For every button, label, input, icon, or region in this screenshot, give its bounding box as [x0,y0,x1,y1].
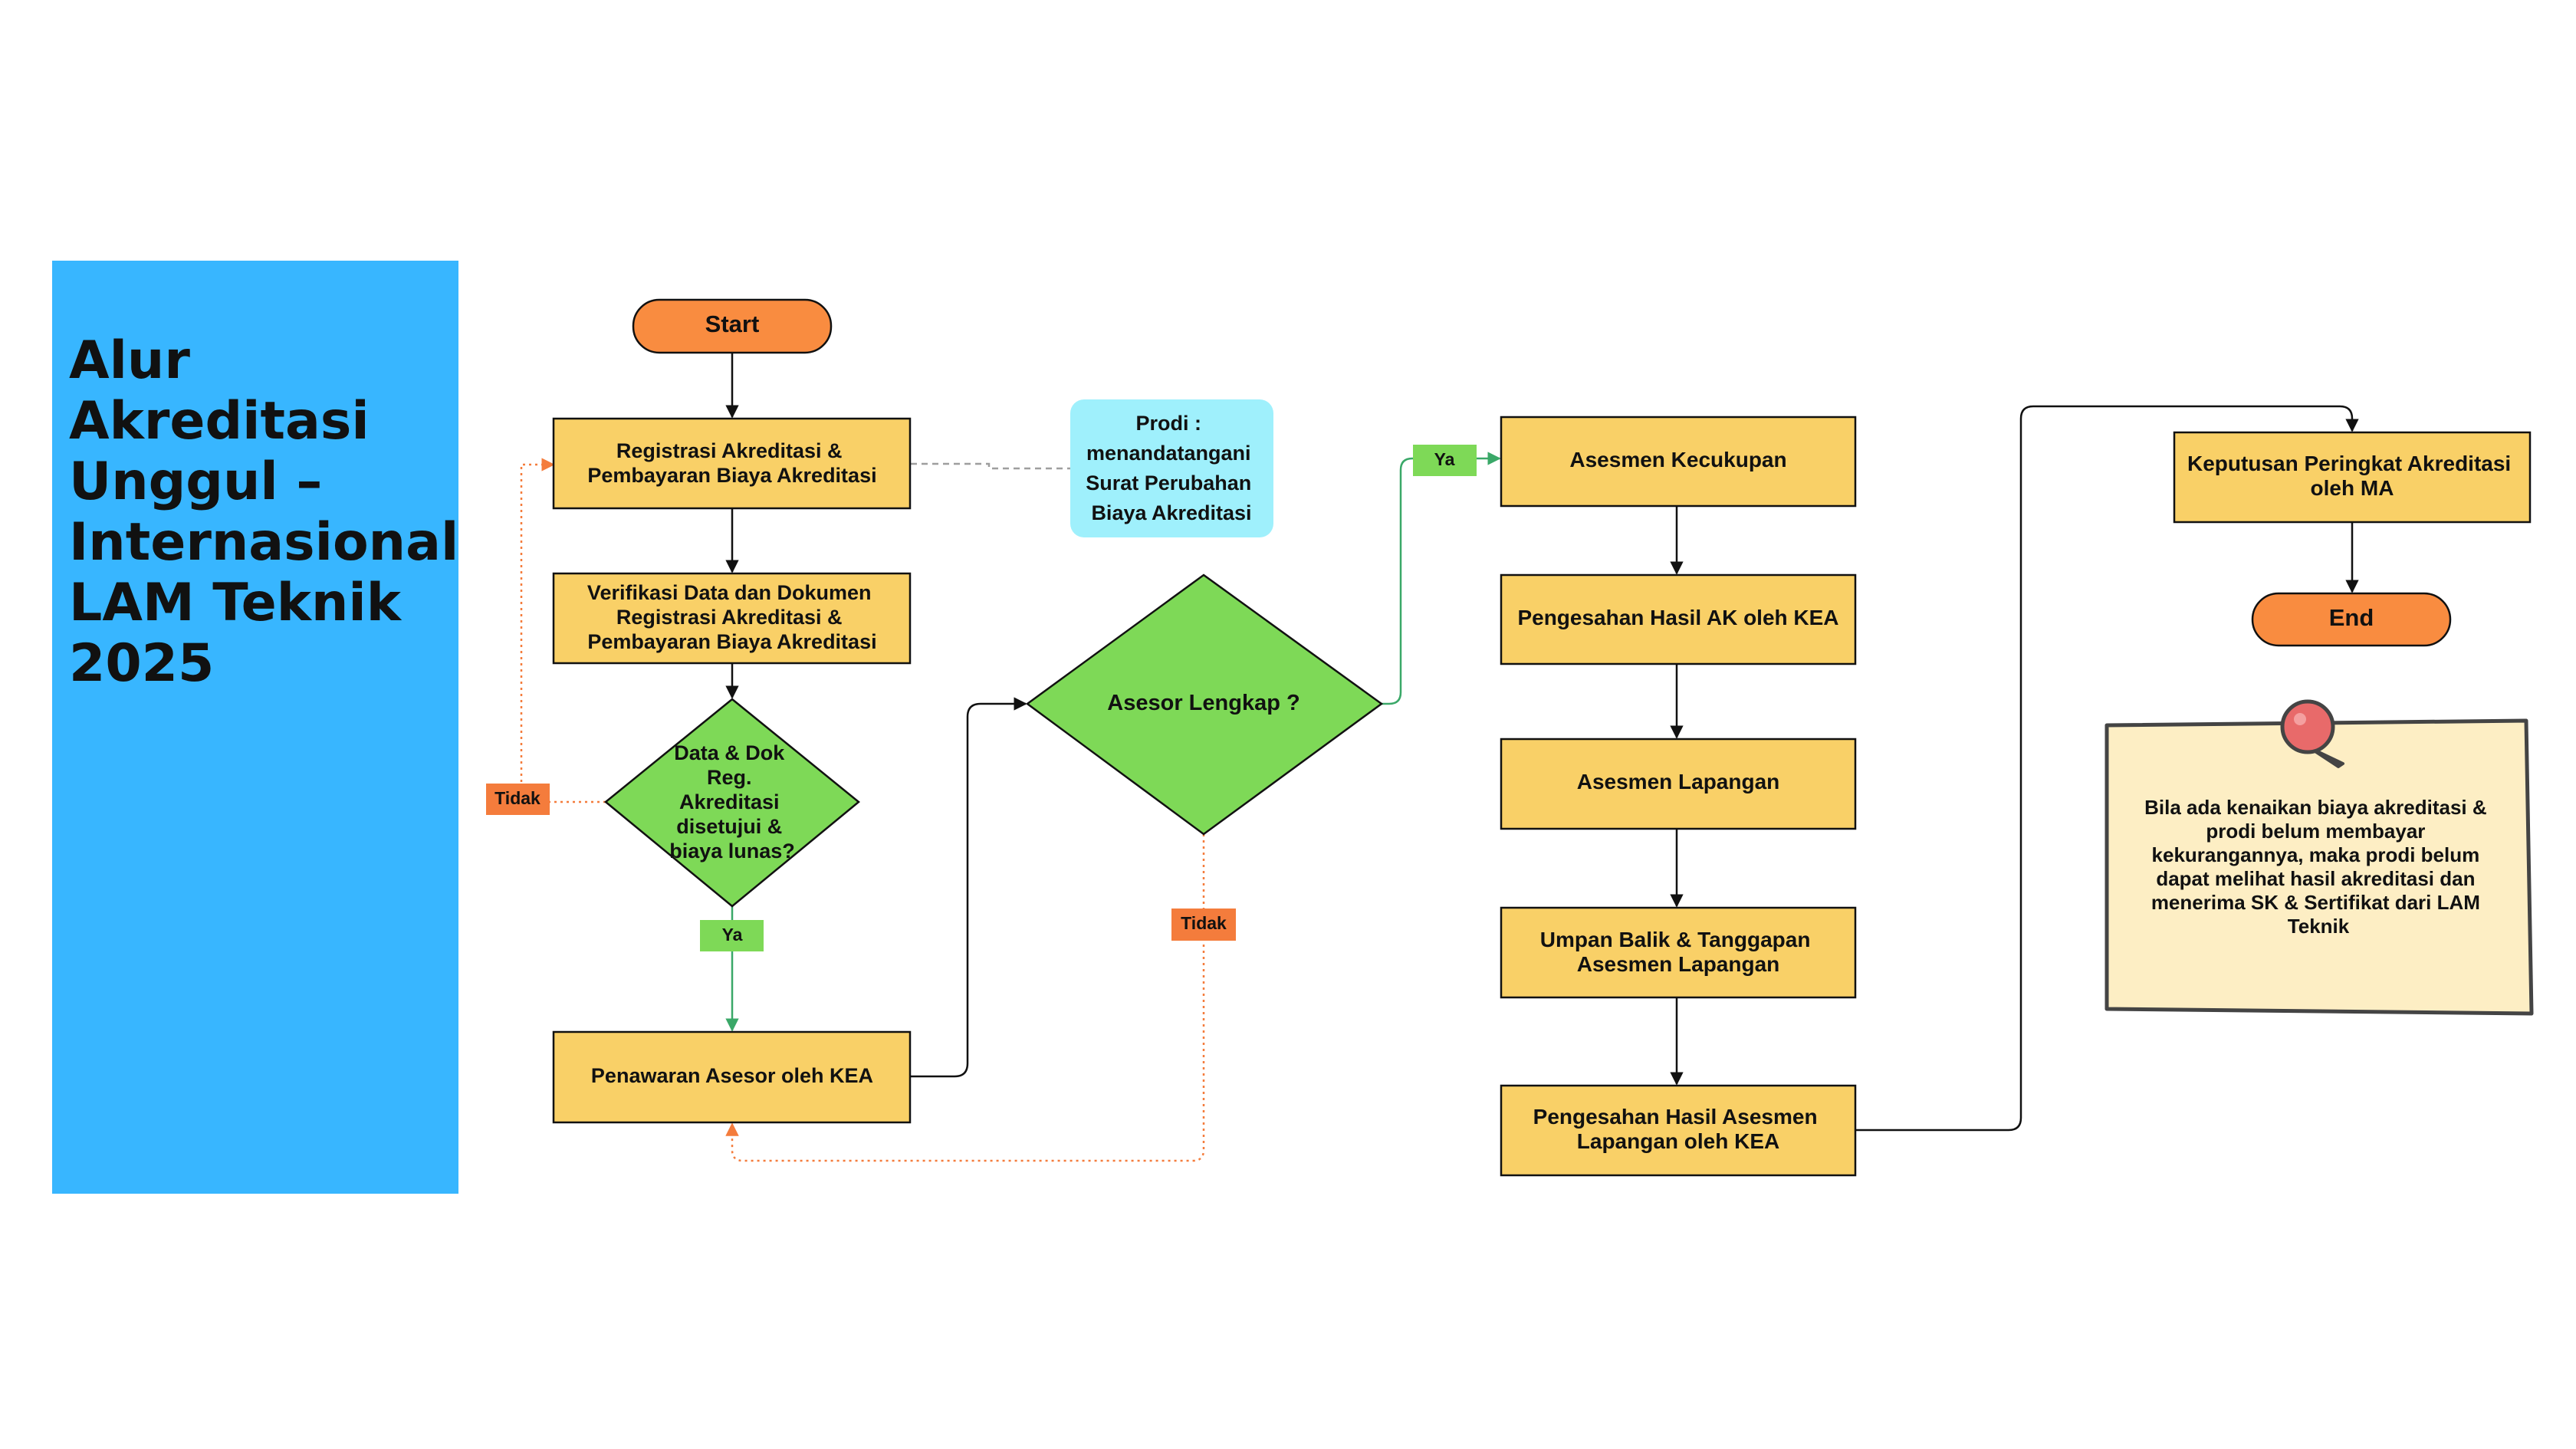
decision-data-label: Data & Dok Reg. Akreditasi disetujui & b… [669,741,795,863]
sticky-note-text: Bila ada kenaikan biaya akreditasi & pro… [2144,796,2492,938]
diagram-title: Alur Akreditasi Unggul – Internasional L… [69,330,477,694]
prodi-note-text: Prodi : menandatangani Surat Perubahan B… [1086,412,1257,524]
title-panel [52,261,458,1194]
process-umpan-balik-label: Umpan Balik & Tanggapan Asesmen Lapangan [1540,928,1816,976]
process-umpan-balik [1500,906,1857,999]
end-terminal [2251,592,2452,647]
flow-arrow [911,697,1027,1078]
badge-tidak [1171,909,1236,941]
title-line: Alur [69,330,190,391]
note-connector [911,462,1070,470]
process-asesmen-kecukupan [1500,416,1857,508]
title-line: Unggul – [69,452,322,512]
badge-ya-label: Ya [722,925,743,945]
process-penawaran-label: Penawaran Asesor oleh KEA [591,1064,873,1087]
process-pengesahan-ak [1500,573,1857,665]
title-line: Internasional [69,512,458,573]
process-asesmen-lapangan-label: Asesmen Lapangan [1577,770,1780,794]
badge-tidak [486,784,550,815]
process-registrasi [552,417,912,510]
process-penawaran [552,1030,912,1124]
badge-tidak-label: Tidak [1181,913,1227,933]
process-asesmen-kecukupan-label: Asesmen Kecukupan [1569,448,1786,472]
decision-asesor [1025,573,1384,836]
flow-arrow-tidak [520,458,606,803]
prodi-note [1070,399,1273,537]
process-pengesahan-al-label: Pengesahan Hasil Asesmen Lapangan oleh K… [1533,1105,1824,1153]
badge-ya [700,920,764,951]
badge-tidak-label: Tidak [495,788,540,808]
sticky-note [2104,718,2534,1016]
badge-ya-label: Ya [1434,449,1455,469]
process-keputusan-label: Keputusan Peringkat Akreditasi oleh MA [2187,452,2517,500]
end-label: End [2329,604,2374,631]
process-keputusan [2173,431,2532,524]
title-line: LAM Teknik [69,573,402,633]
pin-icon [2280,699,2344,768]
badge-ya [1413,445,1477,476]
start-terminal [632,298,833,354]
flow-arrow-ya [1382,452,1501,705]
flow-arrow-tidak [725,834,1205,1162]
flow-arrow [1854,405,2359,1132]
title-line: 2025 [69,633,214,694]
decision-data [604,698,860,908]
process-verifikasi-label: Verifikasi Data dan Dokumen Registrasi A… [587,581,877,653]
process-verifikasi [552,572,912,665]
decision-asesor-label: Asesor Lengkap ? [1107,691,1300,715]
process-asesmen-lapangan [1500,738,1857,830]
process-pengesahan-al [1500,1084,1857,1177]
title-line: Akreditasi [69,391,370,452]
process-pengesahan-ak-label: Pengesahan Hasil AK oleh KEA [1517,606,1838,629]
process-registrasi-label: Registrasi Akreditasi & Pembayaran Biaya… [587,439,876,487]
start-label: Start [705,310,760,337]
